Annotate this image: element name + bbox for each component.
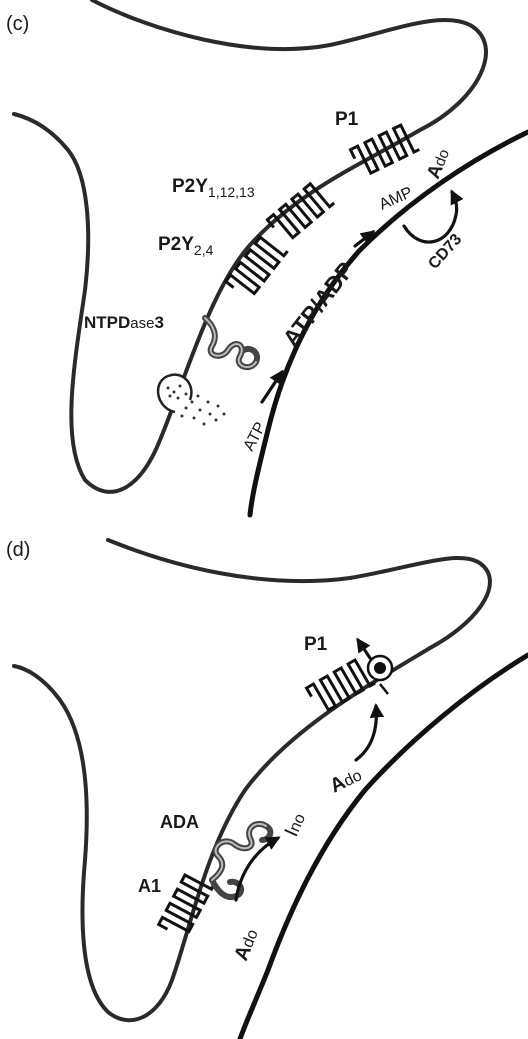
ntpdase3-label: NTPDase3 [84, 313, 164, 332]
panel-d: (d) P1 ADA A1 Ado Ado In [6, 539, 528, 1039]
atp-adp-label: ATP/ADP [277, 257, 359, 351]
ado-uptake-arrow [356, 706, 376, 760]
panel-c: (c) [6, 0, 528, 515]
ada-label: ADA [160, 812, 199, 832]
efflux-arrow [358, 640, 370, 658]
nucleoside-transporter [368, 656, 392, 694]
p2y-2-4-label: P2Y2,4 [158, 234, 214, 258]
panel-c-label: (c) [6, 13, 29, 35]
ado-label-d-bottom: Ado [230, 926, 263, 964]
p1-receptor-c [350, 122, 419, 176]
amp-label: AMP [377, 184, 416, 214]
postsynaptic-membrane-d [240, 655, 528, 1039]
p1-label-d: P1 [304, 634, 328, 655]
p2y-1-12-13-receptor [267, 180, 334, 243]
p2y-1-12-13-label: P2Y1,12,13 [172, 176, 255, 200]
panel-d-label: (d) [6, 539, 30, 561]
ino-label: Ino [280, 810, 310, 840]
a1-label: A1 [138, 876, 161, 896]
presynaptic-membrane-c [14, 0, 486, 492]
ntpdase3-enzyme [205, 318, 257, 367]
p1-label-c: P1 [335, 109, 359, 130]
ado-label-d-top: Ado [327, 764, 366, 798]
